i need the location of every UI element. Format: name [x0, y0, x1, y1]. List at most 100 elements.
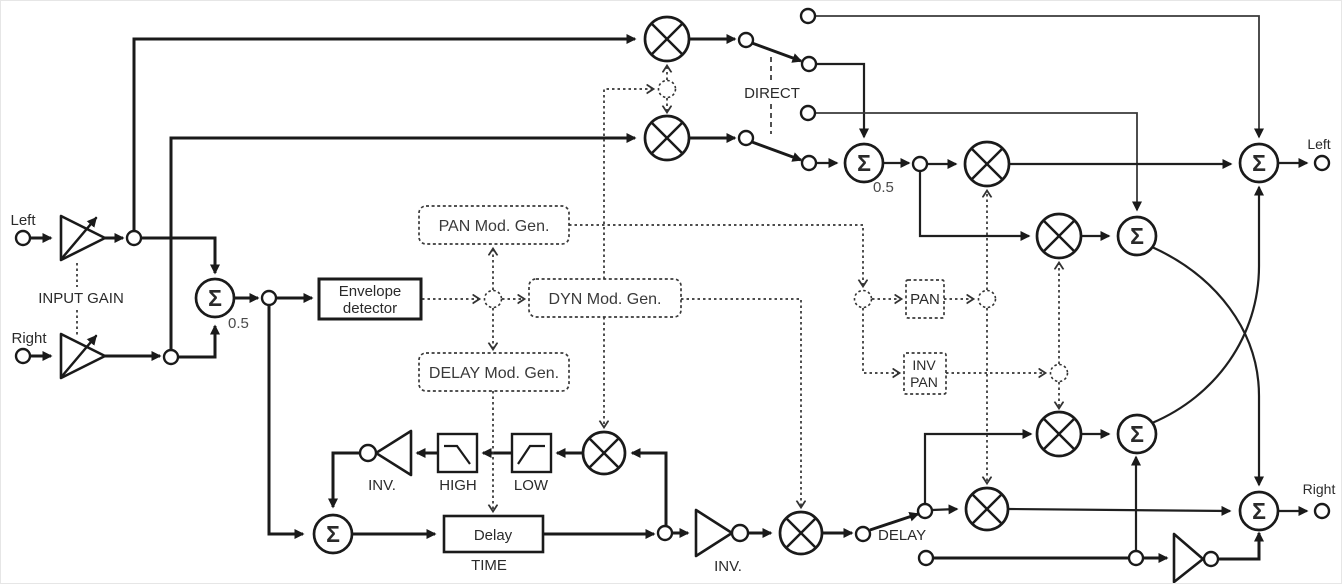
bypass-branch-node: [1127, 549, 1145, 567]
direct-sum-gain-label: 0.5: [873, 179, 894, 196]
delay-block-label: Delay: [474, 527, 513, 544]
wire-cross-to-left-sum: [1151, 185, 1264, 425]
delay-time-label: TIME: [471, 557, 507, 574]
pan-block: [905, 279, 945, 319]
inv-pan-block: [903, 352, 947, 395]
feedback-inverter-output-node: [358, 443, 378, 463]
signal-wires: [30, 15, 1309, 563]
delay-switch-pole: [854, 525, 872, 543]
direct-mod-junction: [657, 79, 677, 99]
delay-inverter-output-node: [730, 523, 750, 543]
right-gain-arrow-icon: [61, 334, 98, 377]
inv-pan-label-line1: INV: [912, 357, 936, 373]
mod-pangen-out: [569, 224, 863, 286]
delay-block: [442, 514, 545, 554]
high-cut-response-icon: [444, 444, 471, 465]
envelope-detector-label-line2: detector: [343, 300, 397, 317]
wire-inv-to-fbsum: [328, 451, 359, 509]
direct-mix-summer: Σ: [843, 142, 885, 184]
feedback-summer: Σ: [312, 513, 354, 555]
high-filter-label: HIGH: [439, 477, 477, 494]
cross-summer-upper: Σ: [1116, 215, 1158, 257]
sum-symbol: Σ: [208, 285, 222, 311]
direct-switch-left-pole: [737, 31, 755, 49]
switch-b-blade: [751, 140, 803, 162]
dyn-mod-gen-label: DYN Mod. Gen.: [549, 291, 662, 308]
direct-switch-right-bypass-contact: [799, 104, 817, 122]
right-input-gain-amp: [59, 332, 107, 380]
wire-switchD-to-pan-mult: [931, 504, 959, 515]
direct-branch-node: [911, 155, 929, 173]
envelope-detector-label-line1: Envelope: [339, 283, 402, 300]
wire-switchD-to-invpan-mult: [923, 429, 1033, 504]
labels: Left Right INPUT GAIN 0.5 0.5 Envelope d…: [10, 85, 1335, 575]
blocks: [317, 205, 947, 554]
wire-to-feedback-sum: [267, 306, 305, 539]
wire-left-to-direct-mult: [132, 34, 637, 231]
direct-right-multiplier: [643, 114, 691, 162]
delay-mod-gen-block: [418, 352, 570, 392]
sum-symbol: Σ: [1130, 223, 1144, 249]
left-input-label: Left: [10, 212, 36, 229]
invpan-out-junction: [1049, 363, 1069, 383]
delay-switch-contact: [916, 502, 934, 520]
delay-level-multiplier: [778, 510, 824, 556]
delay-output-node: [656, 524, 674, 542]
feedback-inverter-label: INV.: [368, 477, 396, 494]
input-mix-summer: Σ: [194, 277, 236, 319]
left-gain-arrow-icon: [61, 216, 98, 259]
multipliers: [581, 15, 1083, 556]
right-input-label: Right: [11, 330, 47, 347]
pan-mod-gen-label: PAN Mod. Gen.: [439, 218, 550, 235]
delay-switch-bypass-contact: [917, 549, 935, 567]
wire-amp-to-rightsum: [1218, 531, 1264, 561]
pan-block-label: PAN: [910, 291, 940, 308]
mod-dyn-to-direct-node: [603, 89, 653, 279]
wire-switchA-to-dirsum: [816, 62, 869, 139]
input-gain-label: INPUT GAIN: [38, 290, 124, 307]
left-branch-node: [125, 229, 143, 247]
direct-invpan-multiplier: [1035, 212, 1083, 260]
left-output-terminal: [1313, 154, 1331, 172]
delay-switch-label: DELAY: [878, 527, 926, 544]
left-input-terminal: [14, 229, 32, 247]
mod-dyn-to-delay-mult: [681, 298, 801, 507]
direct-left-multiplier: [643, 15, 691, 63]
direct-pan-multiplier: [963, 140, 1011, 188]
envelope-detector-block: [317, 277, 423, 321]
direct-switch-label: DIRECT: [744, 85, 800, 102]
feedback-inverter-amp: [374, 429, 413, 477]
right-output-summer: Σ: [1238, 490, 1280, 532]
direct-switch-left-contact: [800, 55, 818, 73]
pan-mod-gen-block: [418, 205, 570, 245]
switch-d-blade: [869, 511, 920, 532]
delay-pan-multiplier: [964, 486, 1010, 532]
pan-mod-junction: [853, 289, 873, 309]
sum-symbol: Σ: [1252, 150, 1266, 176]
wire-direct-bypass-left: [815, 15, 1264, 139]
sum-symbol: Σ: [1252, 498, 1266, 524]
amplifiers: [59, 214, 1220, 583]
right-bypass-amp-output-node: [1202, 550, 1220, 568]
low-cut-filter-block: [510, 432, 553, 474]
wire-right-to-direct-mult: [169, 133, 637, 350]
wire-to-invpan-mult-direct: [918, 171, 1031, 241]
modulation-wires: [76, 57, 1059, 511]
sum-symbol: Σ: [1130, 421, 1144, 447]
left-input-gain-amp: [59, 214, 107, 262]
feedback-level-multiplier: [581, 430, 627, 476]
delay-invpan-multiplier: [1035, 410, 1083, 458]
direct-switch-right-pole: [737, 129, 755, 147]
wire-feedback-up: [630, 448, 668, 526]
wire-right-to-mix-sum: [178, 324, 220, 359]
envelope-mod-junction: [483, 289, 503, 309]
pan-out-junction: [977, 289, 997, 309]
wire-left-to-mix-sum: [141, 236, 220, 275]
sum-symbol: Σ: [857, 150, 871, 176]
nodes: [14, 7, 1331, 567]
inv-pan-label-line2: PAN: [910, 374, 938, 390]
delay-mod-gen-label: DELAY Mod. Gen.: [429, 365, 559, 382]
cross-summer-lower: Σ: [1116, 413, 1158, 455]
delay-inverter-label: INV.: [714, 558, 742, 575]
low-cut-response-icon: [517, 444, 545, 465]
